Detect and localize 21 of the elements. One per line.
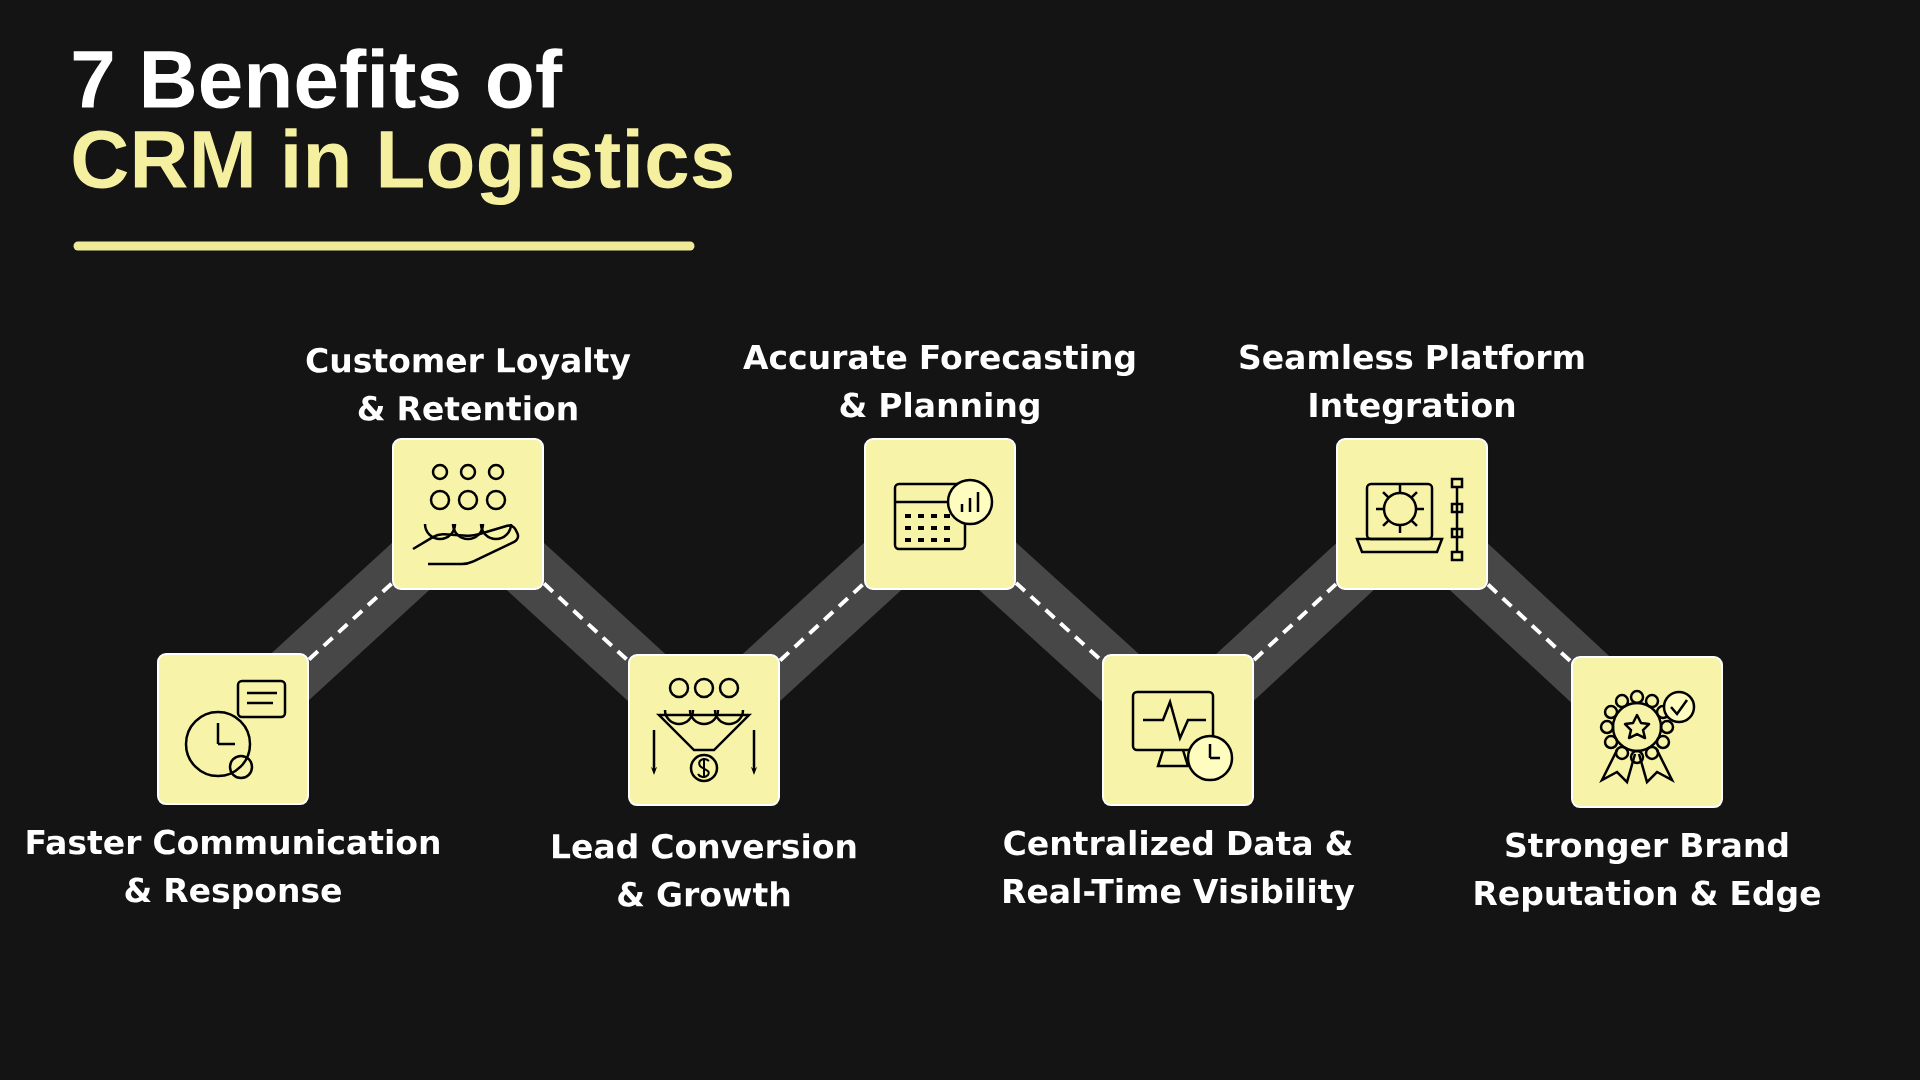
benefit-card: [306, 347, 631, 590]
title: 7 Benefits of: [73, 48, 563, 109]
benefit-title: Stronger Brand Reputation & Edge: [1475, 831, 1820, 913]
benefit-card: [553, 654, 856, 907]
benefit-title: Centralized Data & Real-Time Visibility: [1004, 829, 1355, 911]
benefit-title: Accurate Forecasting & Planning: [743, 343, 1135, 425]
benefit-title: Customer Loyalty & Retention: [306, 347, 631, 421]
benefit-title: Lead Conversion & Growth: [553, 833, 856, 907]
benefit-card: [27, 653, 439, 909]
benefit-card: [1475, 656, 1820, 913]
dashed-connector: [1252, 582, 1338, 662]
dashed-connector: [778, 581, 866, 662]
benefit-title: Seamless Platform Integration: [1240, 343, 1584, 425]
dashed-connector: [542, 582, 630, 663]
dashed-connector: [1486, 583, 1573, 664]
benefit-title: Faster Communication & Response: [27, 829, 439, 909]
benefit-card: [743, 343, 1135, 590]
benefit-card: [1004, 654, 1355, 911]
benefit-card: [1240, 343, 1584, 590]
dashed-connector: [307, 581, 394, 661]
subtitle: CRM in Logistics: [73, 128, 732, 205]
